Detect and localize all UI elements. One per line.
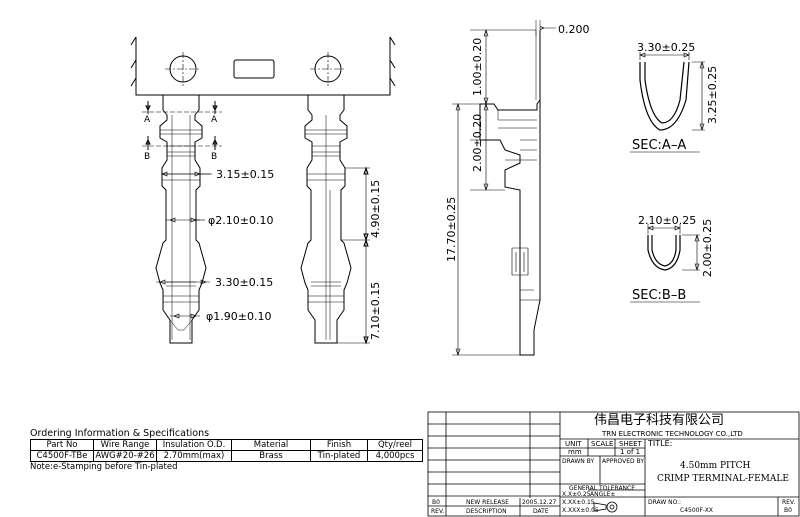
company-name-cn: 伟昌电子科技有限公司 (594, 413, 725, 428)
dim-4-90: 4.90±0.15 (369, 180, 382, 238)
col-material: Material (231, 439, 311, 451)
section-mark-a-right: A (211, 115, 218, 125)
dim-phi-2-10: φ2.10±0.10 (208, 214, 273, 227)
approved-by-label: APPROVED BY (602, 458, 645, 465)
tolerance-1: X.X±0.25 (562, 491, 591, 498)
strip-slot (233, 59, 275, 79)
ordering-title: Ordering Information & Specifications (30, 428, 210, 439)
table-row: C4500F-TBe AWG#20-#26 2.70mm(max) Brass … (30, 450, 423, 462)
dim-7-10: 7.10±0.15 (369, 282, 382, 340)
title-label: TITLE: (648, 439, 673, 448)
cell-wire-range: AWG#20-#26 (93, 450, 157, 462)
dim-sec-b-height: 2.00±0.25 (701, 219, 714, 277)
dim-1-00: 1.00±0.20 (471, 38, 484, 96)
tolerance-2: X.XX±0.15 (562, 499, 595, 506)
section-mark-b-left: B (144, 152, 150, 162)
col-wire-range: Wire Range (93, 439, 157, 451)
col-qty: Qty/reel (367, 439, 423, 451)
title-line-2: CRIMP TERMINAL-FEMALE (657, 474, 789, 484)
angle-label: ANGLE± (590, 491, 616, 498)
unit-label: UNIT (565, 440, 582, 448)
ordering-spec: Ordering Information & Specifications Pa… (30, 428, 423, 473)
ordering-table: Part No Wire Range Insulation O.D. Mater… (30, 439, 423, 462)
dim-3-15: 3.15±0.15 (216, 168, 274, 181)
section-a-label: SEC:A–A (632, 138, 686, 153)
col-rev: REV. (431, 508, 445, 515)
cell-material: Brass (231, 450, 311, 462)
col-insulation: Insulation O.D. (156, 439, 232, 451)
scale-label: SCALE (591, 440, 614, 448)
section-b-label: SEC:B–B (632, 288, 686, 303)
col-date: DATE (533, 508, 549, 515)
section-a-profile (639, 61, 690, 131)
cell-part-no: C4500F-TBe (30, 450, 94, 462)
unit-value: mm (568, 448, 582, 456)
sheet-label: SHEET (619, 440, 642, 448)
col-finish: Finish (310, 439, 368, 451)
cell-qty: 4,000pcs (367, 450, 423, 462)
section-mark-b-right: B (211, 152, 217, 162)
side-profile (479, 30, 541, 356)
col-part-no: Part No (30, 439, 94, 451)
dim-thickness: 0.200 (558, 23, 590, 36)
projection-symbol-icon (593, 501, 618, 513)
general-tolerance: GENERAL TOLERANCE (569, 485, 636, 492)
cell-insulation: 2.70mm(max) (156, 450, 232, 462)
dim-17-70: 17.70±0.25 (445, 197, 458, 262)
release-date: 2005.12.27 (522, 499, 557, 506)
ordering-note: Note:e-Stamping before Tin-plated (30, 462, 178, 472)
ordering-header-row: Part No Wire Range Insulation O.D. Mater… (30, 439, 423, 451)
tolerance-3: X.XXX±0.05 (562, 507, 599, 514)
draw-no-label: DRAW NO.: (648, 499, 682, 506)
carrier-strip (135, 37, 391, 96)
company-name-en: TRN ELECTRONIC TECHNOLOGY CO.,LTD (602, 430, 743, 438)
draw-no-value: C4500F-XX (680, 507, 713, 514)
dim-sec-a-width: 3.30±0.25 (637, 41, 695, 54)
section-mark-a-left: A (144, 115, 151, 125)
sheet-value: 1 of 1 (620, 448, 641, 456)
rev-row-value: B0 (432, 499, 440, 506)
drawn-by-label: DRAWN BY (562, 458, 595, 465)
dim-sec-b-width: 2.10±0.25 (638, 214, 696, 227)
rev-value: B0 (784, 507, 792, 514)
rev-label: REV. (782, 499, 796, 506)
dim-2-00: 2.00±0.20 (471, 114, 484, 172)
dim-sec-a-height: 3.25±0.25 (706, 66, 719, 124)
dim-phi-1-90: φ1.90±0.10 (206, 310, 271, 323)
section-b-profile (647, 235, 681, 271)
title-line-1: 4.50mm PITCH (680, 461, 751, 471)
cell-finish: Tin-plated (310, 450, 368, 462)
new-release: NEW RELEASE (466, 499, 509, 506)
dim-3-30: 3.30±0.15 (215, 276, 273, 289)
col-description: DESCRIPTION (466, 508, 507, 515)
